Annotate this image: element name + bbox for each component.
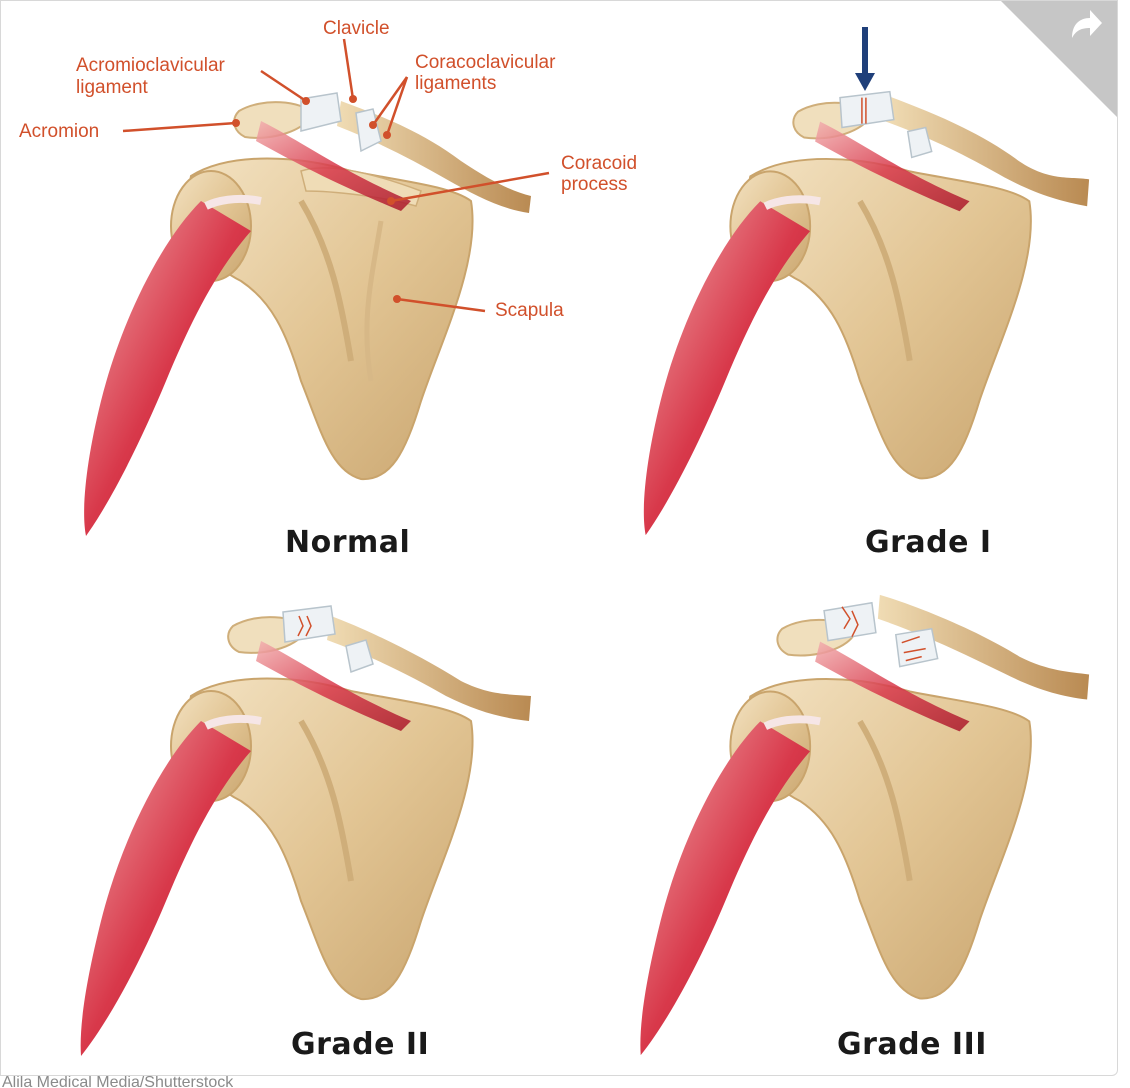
label-acromioclavicular-ligament-line1: Acromioclavicular — [76, 55, 225, 76]
down-arrow-icon — [855, 27, 875, 91]
shoulder-grade1-illustration — [643, 90, 1090, 536]
figure-card: Clavicle Acromioclavicular ligament Cora… — [0, 0, 1118, 1076]
panel-title-grade-1: Grade I — [865, 525, 992, 560]
label-coracoclavicular-ligaments-line1: Coracoclavicular — [415, 52, 556, 73]
image-credit: Alila Medical Media/Shutterstock — [2, 1076, 234, 1088]
shoulder-normal-illustration — [84, 38, 550, 536]
share-icon[interactable] — [1068, 8, 1104, 42]
label-acromion: Acromion — [19, 121, 100, 142]
share-corner[interactable] — [993, 1, 1117, 125]
shoulder-grade2-illustration — [80, 605, 531, 1056]
label-coracoid-process-line2: process — [561, 174, 628, 195]
panel-grade-1: Grade I — [561, 1, 1117, 561]
panel-normal: Clavicle Acromioclavicular ligament Cora… — [1, 1, 637, 561]
panel-title-grade-3: Grade III — [837, 1027, 987, 1062]
label-scapula: Scapula — [495, 300, 564, 321]
shoulder-grade3-illustration — [640, 594, 1090, 1056]
panel-grade-2: Grade II — [1, 576, 561, 1075]
panel-title-grade-2: Grade II — [291, 1027, 430, 1062]
label-coracoid-process-line1: Coracoid — [561, 153, 638, 174]
label-clavicle: Clavicle — [323, 18, 390, 39]
panel-grade-3: Grade III — [561, 576, 1117, 1075]
label-coracoclavicular-ligaments-line2: ligaments — [415, 73, 497, 94]
panel-title-normal: Normal — [285, 525, 411, 560]
label-acromioclavicular-ligament-line2: ligament — [76, 77, 148, 98]
